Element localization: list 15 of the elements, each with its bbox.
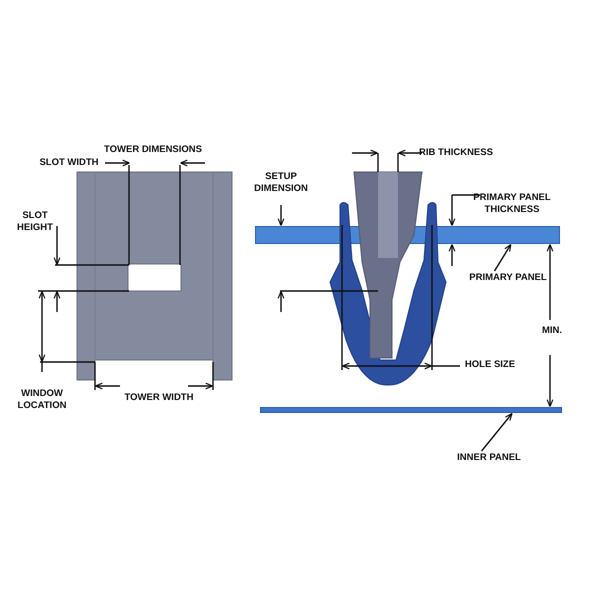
dimension-label: RIB THICKNESS	[418, 147, 494, 159]
dimension-label: SLOT WIDTH	[38, 157, 100, 169]
part-label: INNER PANEL	[452, 452, 526, 464]
part-label: PRIMARY PANEL	[463, 272, 553, 284]
dimension-label: TOWER DIMENSIONS	[103, 144, 203, 156]
dimension-label: PRIMARY PANEL THICKNESS	[472, 192, 552, 216]
dimension-label: MIN.	[540, 325, 564, 337]
dimension-label: WINDOW LOCATION	[16, 388, 68, 412]
dimension-label: HOLE SIZE	[464, 359, 516, 371]
leader-line	[481, 412, 513, 452]
dimension-label: SETUP DIMENSION	[253, 171, 309, 195]
dimension-label: TOWER WIDTH	[124, 392, 194, 404]
leader-line	[494, 244, 512, 272]
dimension-label: SLOT HEIGHT	[16, 210, 54, 234]
panel-bar	[260, 407, 562, 413]
